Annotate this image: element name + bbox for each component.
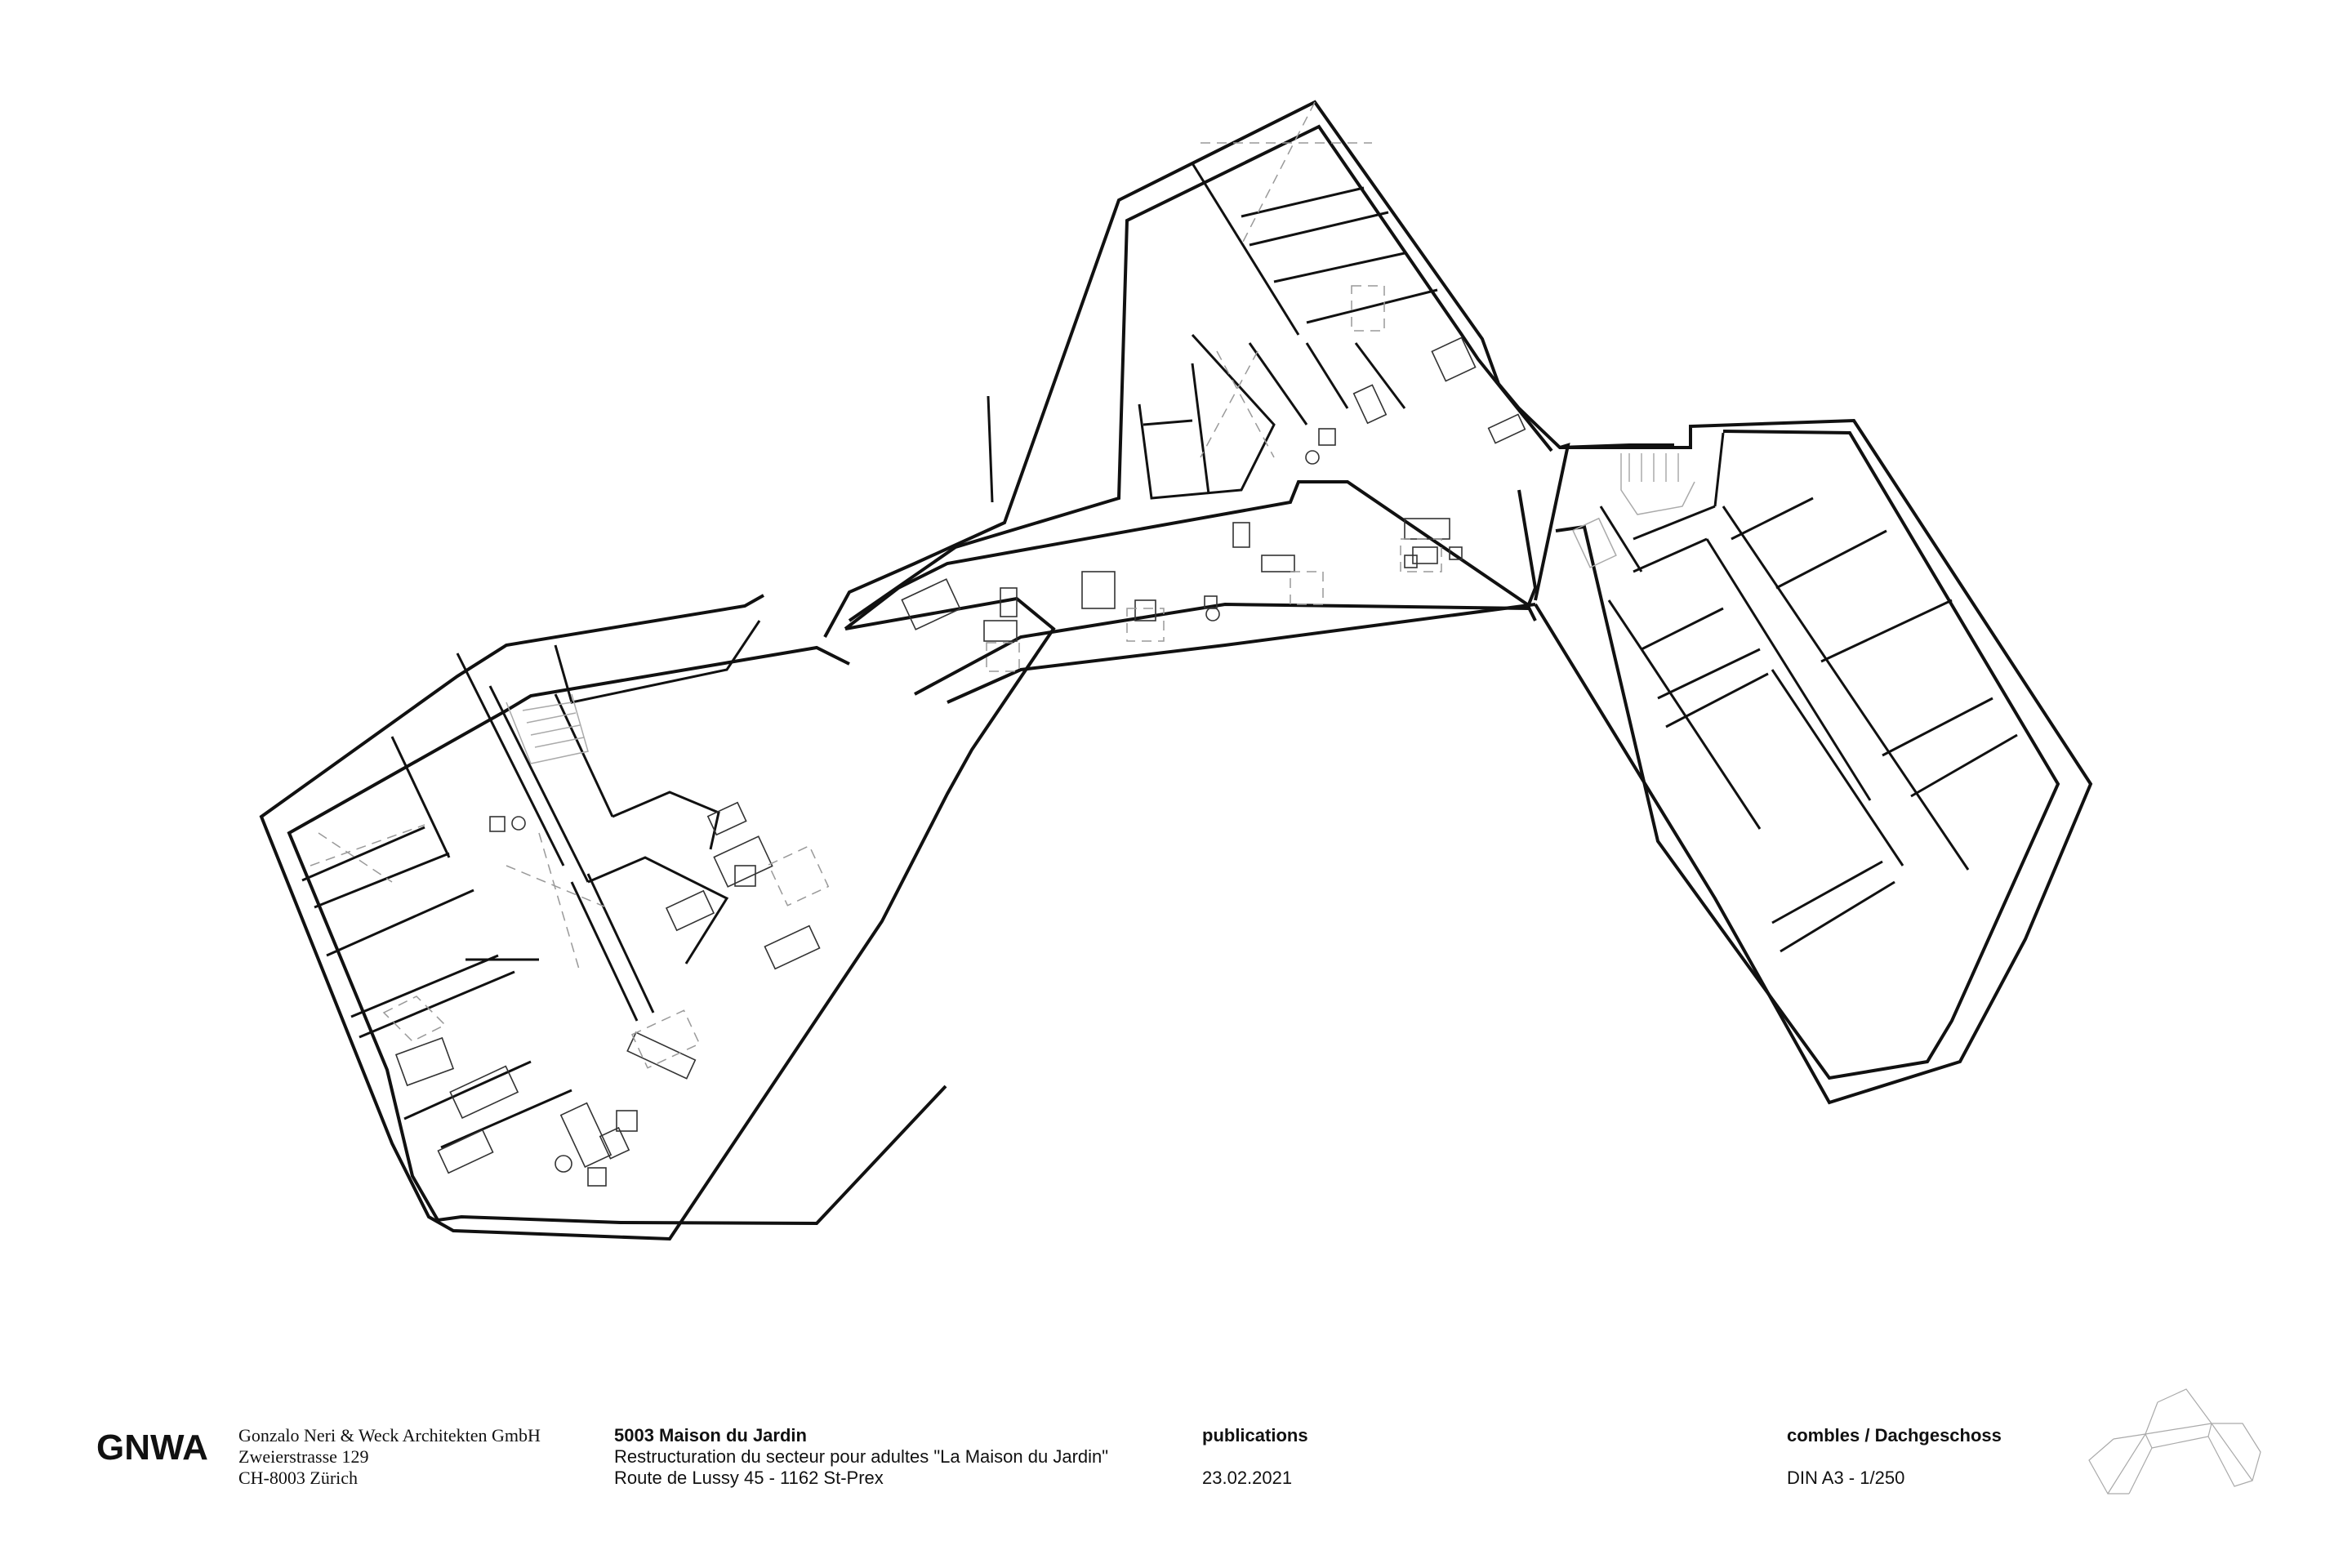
phase-block: publications 23.02.2021 [1202, 1425, 1308, 1489]
project-address: Route de Lussy 45 - 1162 St-Prex [614, 1468, 884, 1488]
firm-city: CH-8003 Zürich [238, 1468, 359, 1488]
stair-left [506, 693, 589, 764]
building-outline-key-plan-icon [2088, 1388, 2261, 1494]
floor-plan-drawing [259, 100, 2093, 1241]
firm-logo: GNWA [96, 1428, 208, 1468]
stair-right [1572, 453, 1695, 568]
left-wing-furniture [394, 801, 830, 1187]
firm-name: Gonzalo Neri & Weck Architekten GmbH [238, 1425, 541, 1446]
firm-address-block: Gonzalo Neri & Weck Architekten GmbH Zwe… [238, 1425, 541, 1489]
sheet-format-scale: DIN A3 - 1/250 [1787, 1468, 1905, 1488]
right-wing [1534, 418, 2093, 1105]
sheet-block: combles / Dachgeschoss DIN A3 - 1/250 [1787, 1425, 2002, 1489]
project-title: 5003 Maison du Jardin [614, 1425, 807, 1446]
center-wing-furniture [901, 336, 1526, 672]
phase-date: 23.02.2021 [1202, 1468, 1293, 1488]
project-block: 5003 Maison du Jardin Restructuration du… [614, 1425, 1108, 1489]
project-description: Restructuration du secteur pour adultes … [614, 1446, 1109, 1467]
left-wing [259, 594, 1056, 1241]
sheet-level: combles / Dachgeschoss [1787, 1425, 2002, 1446]
center-wing [823, 100, 1674, 704]
phase-label: publications [1202, 1425, 1308, 1446]
firm-street: Zweierstrasse 129 [238, 1446, 369, 1467]
